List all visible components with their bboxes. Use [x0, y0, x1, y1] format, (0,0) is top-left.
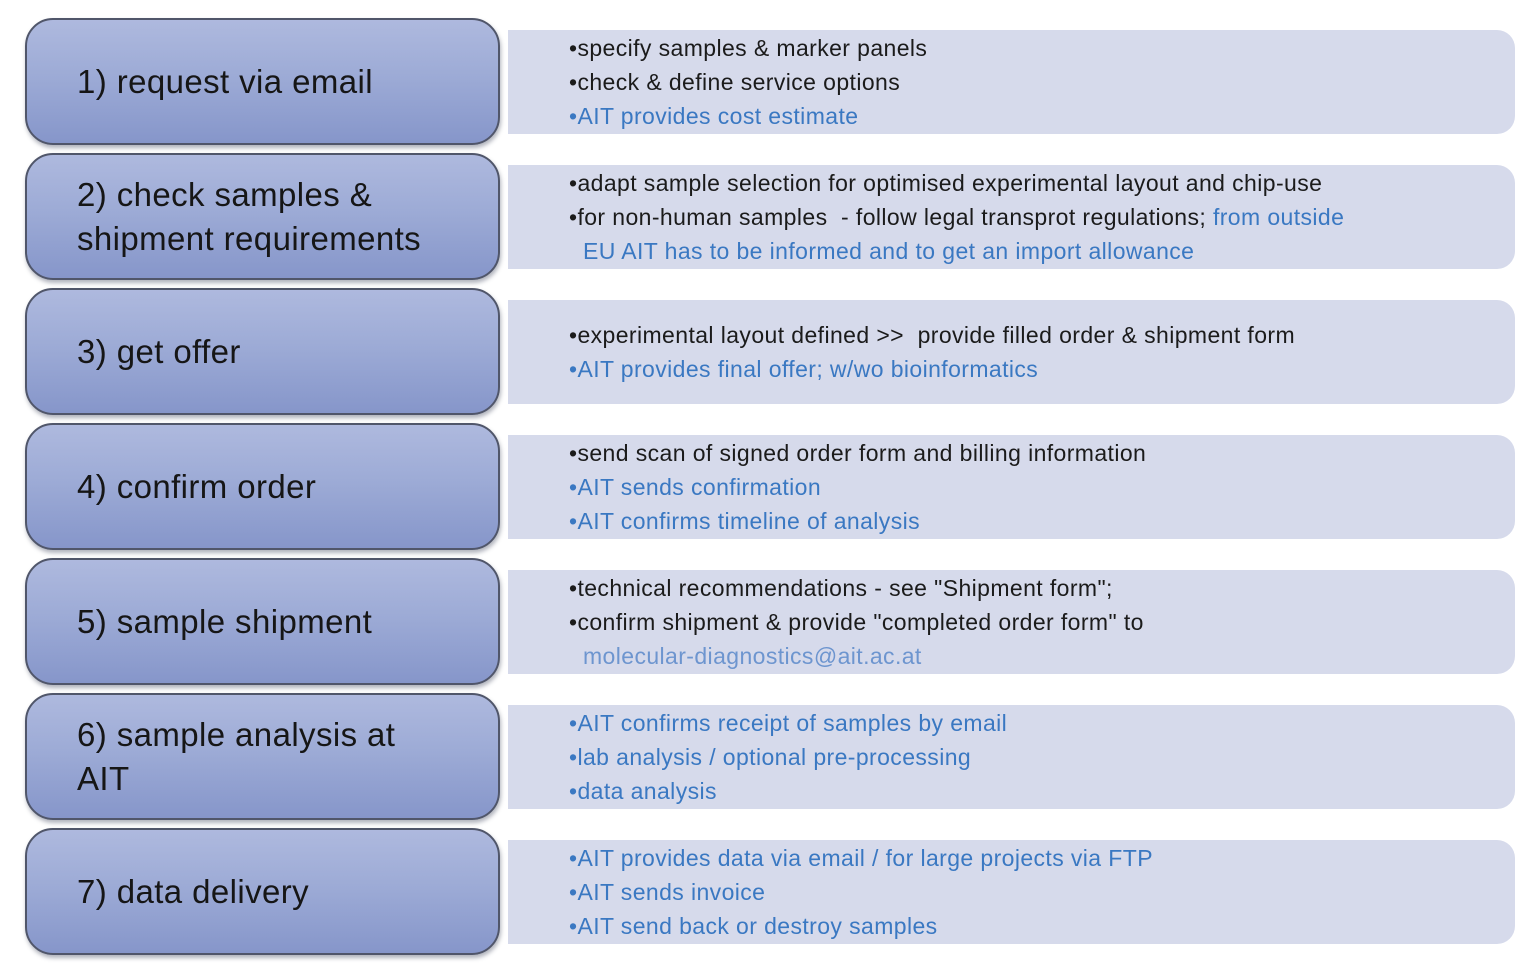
bullet-item: •AIT provides cost estimate: [569, 99, 1491, 133]
step-detail-panel: •experimental layout defined >> provide …: [508, 299, 1515, 404]
step-box: 4) confirm order: [25, 423, 500, 550]
bullet-text-blue: •AIT provides final offer; w/wo bioinfor…: [569, 355, 1039, 382]
bullet-text-blue: •AIT provides cost estimate: [569, 102, 859, 129]
bullet-text-blue: from outside EU AIT has to be informed a…: [583, 203, 1345, 264]
step-detail-panel: •specify samples & marker panels •check &…: [508, 29, 1515, 134]
bullet-item: •AIT sends confirmation: [569, 470, 1491, 504]
bullet-text-blue: •lab analysis / optional pre-processing: [569, 743, 972, 770]
bullet-text: •specify samples & marker panels: [569, 34, 928, 61]
step-label: 7) data delivery: [77, 872, 310, 910]
step-box: 5) sample shipment: [25, 558, 500, 685]
process-step-row: 6) sample analysis at AIT •AIT confirms …: [25, 693, 1515, 820]
step-box: 2) check samples & shipment requirements: [25, 153, 500, 280]
step-label: 4) confirm order: [77, 467, 317, 505]
bullet-item: •adapt sample selection for optimised ex…: [569, 166, 1491, 200]
bullet-text: •experimental layout defined >> provide …: [569, 321, 1296, 348]
step-label: 6) sample analysis at AIT: [77, 715, 396, 797]
step-box: 6) sample analysis at AIT: [25, 693, 500, 820]
bullet-item: •AIT provides final offer; w/wo bioinfor…: [569, 352, 1491, 386]
process-step-row: 3) get offer •experimental layout define…: [25, 288, 1515, 415]
bullet-item: •experimental layout defined >> provide …: [569, 318, 1491, 352]
bullet-item: •AIT sends invoice: [569, 875, 1491, 909]
bullet-text-blue: •AIT confirms receipt of samples by emai…: [569, 709, 1008, 736]
step-label: 3) get offer: [77, 332, 241, 370]
bullet-item: •for non-human samples - follow legal tr…: [569, 200, 1491, 268]
bullet-text-blue: molecular-diagnostics@ait.ac.at: [583, 642, 922, 669]
process-step-row: 7) data delivery •AIT provides data via …: [25, 828, 1515, 955]
step-box: 3) get offer: [25, 288, 500, 415]
step-detail-panel: •AIT provides data via email / for large…: [508, 839, 1515, 944]
step-label: 5) sample shipment: [77, 602, 373, 640]
bullet-text: •adapt sample selection for optimised ex…: [569, 169, 1323, 196]
bullet-item: •check & define service options: [569, 65, 1491, 99]
bullet-text-blue: •AIT confirms timeline of analysis: [569, 507, 921, 534]
step-detail-panel: •send scan of signed order form and bill…: [508, 434, 1515, 539]
step-label: 2) check samples & shipment requirements: [77, 175, 422, 257]
process-flow-diagram: 1) request via email •specify samples & …: [25, 18, 1515, 955]
process-step-row: 4) confirm order •send scan of signed or…: [25, 423, 1515, 550]
step-detail-panel: •AIT confirms receipt of samples by emai…: [508, 704, 1515, 809]
bullet-text: •send scan of signed order form and bill…: [569, 439, 1147, 466]
process-step-row: 1) request via email •specify samples & …: [25, 18, 1515, 145]
bullet-text-blue: •AIT provides data via email / for large…: [569, 844, 1153, 871]
bullet-item: •AIT confirms receipt of samples by emai…: [569, 706, 1491, 740]
process-step-row: 5) sample shipment •technical recommenda…: [25, 558, 1515, 685]
bullet-text-blue: •data analysis: [569, 777, 717, 804]
bullet-text: •check & define service options: [569, 68, 901, 95]
bullet-text-blue: •AIT send back or destroy samples: [569, 912, 938, 939]
bullet-item: •confirm shipment & provide "completed o…: [569, 605, 1491, 673]
bullet-text-blue: •AIT sends confirmation: [569, 473, 822, 500]
bullet-item: •data analysis: [569, 774, 1491, 808]
bullet-text: •confirm shipment & provide "completed o…: [569, 608, 1144, 635]
bullet-item: •lab analysis / optional pre-processing: [569, 740, 1491, 774]
bullet-item: •AIT provides data via email / for large…: [569, 841, 1491, 875]
bullet-text-blue: •AIT sends invoice: [569, 878, 766, 905]
step-box: 7) data delivery: [25, 828, 500, 955]
bullet-item: •specify samples & marker panels: [569, 31, 1491, 65]
bullet-text: •for non-human samples - follow legal tr…: [569, 203, 1213, 230]
bullet-item: •AIT confirms timeline of analysis: [569, 504, 1491, 538]
step-detail-panel: •technical recommendations - see "Shipme…: [508, 569, 1515, 674]
step-box: 1) request via email: [25, 18, 500, 145]
bullet-item: •send scan of signed order form and bill…: [569, 436, 1491, 470]
bullet-item: •AIT send back or destroy samples: [569, 909, 1491, 943]
process-step-row: 2) check samples & shipment requirements…: [25, 153, 1515, 280]
step-detail-panel: •adapt sample selection for optimised ex…: [508, 164, 1515, 269]
bullet-text: •technical recommendations - see "Shipme…: [569, 574, 1113, 601]
bullet-item: •technical recommendations - see "Shipme…: [569, 571, 1491, 605]
step-label: 1) request via email: [77, 62, 373, 100]
